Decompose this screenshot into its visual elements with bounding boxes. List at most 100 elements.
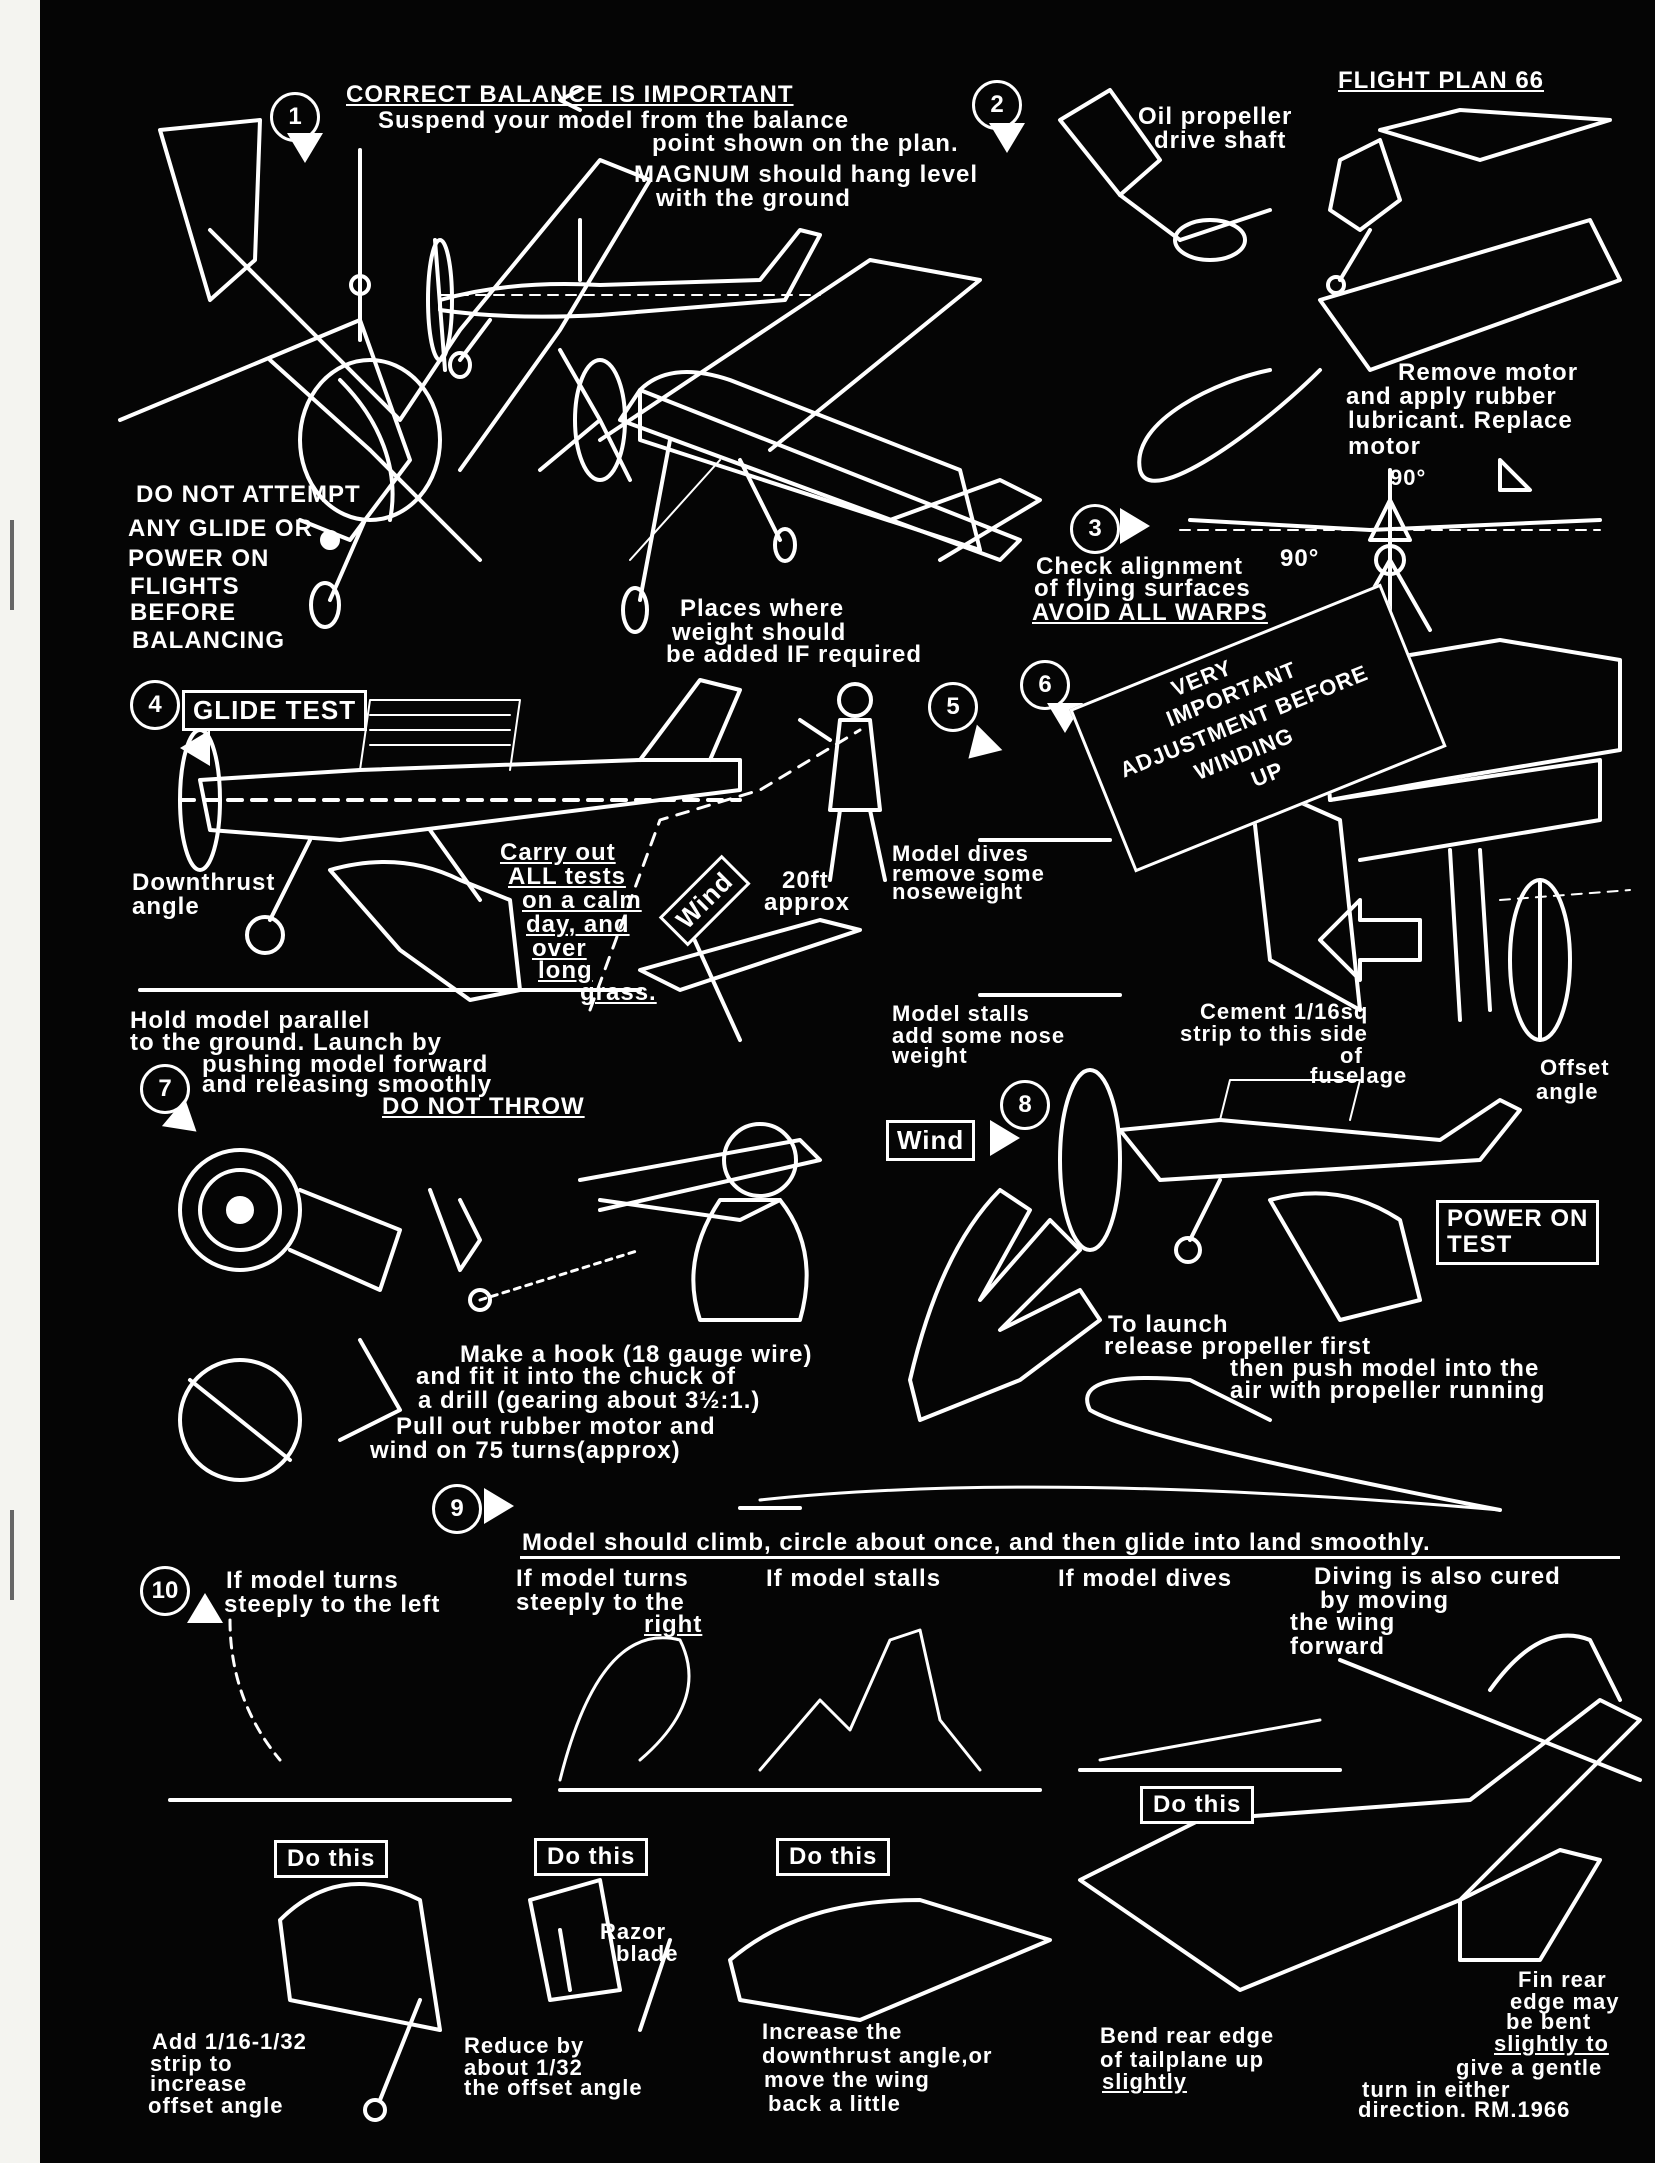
bend-line-3: slightly: [1102, 2069, 1188, 2094]
warning-line-4: FLIGHTS: [130, 573, 240, 600]
step-number-6: 6: [1020, 660, 1070, 710]
stalls-line-1: Model stalls: [892, 1001, 1030, 1026]
step-2-pointer-icon: [989, 123, 1025, 153]
turn-right-line-2: steeply to the: [516, 1589, 685, 1616]
motor-line-4: motor: [1348, 433, 1421, 460]
step-number-3: 3: [1070, 504, 1120, 554]
fin-line-2: edge may: [1510, 1989, 1620, 2014]
carry-line-7: grass.: [580, 979, 657, 1006]
stalls-line-2: add some nose: [892, 1023, 1066, 1048]
fin-line-1: Fin rear: [1518, 1967, 1607, 1992]
fin-line-4: slightly to: [1494, 2031, 1609, 2056]
cement-line-2: strip to this side: [1180, 1021, 1368, 1046]
power-on-test-illustration: [908, 1068, 1522, 1422]
level-model-illustration: [426, 218, 822, 379]
stalls-line-3: weight: [892, 1043, 968, 1068]
hook-line-1: Make a hook (18 gauge wire): [460, 1341, 813, 1368]
hold-line-1: Hold model parallel: [130, 1007, 371, 1034]
do-not-throw-text: DO NOT THROW: [382, 1093, 585, 1120]
avoid-warps-text: AVOID ALL WARPS: [1032, 599, 1268, 626]
step-1-line-3: MAGNUM should hang level: [634, 161, 979, 188]
step-1-line-1: Suspend your model from the balance: [378, 107, 850, 134]
motor-line-3: lubricant. Replace: [1348, 407, 1573, 434]
step-4-pointer-icon: [180, 730, 210, 766]
fin-line-6: turn in either: [1362, 2077, 1511, 2102]
increase-line-2: downthrust angle,or: [762, 2043, 993, 2068]
hold-line-2: to the ground. Launch by: [130, 1029, 442, 1056]
carry-line-3: on a calm: [522, 887, 642, 914]
cement-line-1: Cement 1/16sq: [1200, 999, 1369, 1024]
fuselage-adjustment-illustration: [1248, 638, 1631, 1042]
step-number-8: 8: [1000, 1080, 1050, 1130]
step-1-heading: CORRECT BALANCE IS IMPORTANT: [346, 81, 794, 108]
angle-90-side: 90°: [1280, 545, 1320, 572]
bend-line-1: Bend rear edge: [1100, 2023, 1275, 2048]
dives-line-2: remove some: [892, 861, 1045, 886]
weight-note-line-2: weight should: [672, 619, 847, 646]
step-1-line-4: with the ground: [656, 185, 851, 212]
step-9-pointer-icon: [484, 1488, 514, 1524]
downthrust-line-2: angle: [132, 893, 200, 920]
step-number-1: 1: [270, 92, 320, 142]
warning-line-1: DO NOT ATTEMPT: [136, 481, 361, 508]
oil-can-illustration: [1058, 88, 1272, 262]
increase-line-1: Increase the: [762, 2019, 903, 2044]
pull-line-1: Pull out rubber motor and: [396, 1413, 716, 1440]
bend-line-2: of tailplane up: [1100, 2047, 1265, 2072]
page-title: FLIGHT PLAN 66: [1338, 67, 1545, 94]
flight-path-illustration: [738, 1376, 1502, 1512]
do-this-tab-2: Do this: [534, 1838, 649, 1876]
diving-line-2: by moving: [1320, 1587, 1450, 1614]
angle-90-top: 90°: [1390, 465, 1427, 490]
power-on-test-line-1: POWER ON: [1447, 1205, 1589, 1232]
add-strip-line-1: Add 1/16-1/32: [152, 2029, 307, 2054]
add-strip-line-4: offset angle: [148, 2093, 284, 2118]
warning-line-2: ANY GLIDE OR: [128, 515, 313, 542]
do-this-tab-3: Do this: [776, 1838, 891, 1876]
binding-staple-top: [10, 520, 14, 610]
motor-line-1: Remove motor: [1398, 359, 1579, 386]
razor-line-2: blade: [616, 1941, 679, 1966]
step-number-2: 2: [972, 80, 1022, 130]
balance-model-illustration: [118, 88, 652, 629]
increase-line-4: back a little: [768, 2091, 901, 2116]
launcher-figure-illustration: [798, 682, 1122, 997]
launch-line-4: air with propeller running: [1230, 1377, 1546, 1404]
carry-line-2: ALL tests: [508, 863, 626, 890]
step-number-5: 5: [928, 682, 978, 732]
do-this-tab-1: Do this: [274, 1840, 389, 1878]
step-1-line-2: point shown on the plan.: [652, 130, 959, 157]
trim-correction-illustrations: [168, 1618, 1642, 2122]
if-dives-text: If model dives: [1058, 1565, 1233, 1592]
carry-line-5: over: [532, 935, 587, 962]
diving-line-4: forward: [1290, 1633, 1386, 1660]
oil-line-1: Oil propeller: [1138, 103, 1293, 130]
warning-line-3: POWER ON: [128, 545, 270, 572]
launch-line-3: then push model into the: [1230, 1355, 1540, 1382]
reduce-line-3: the offset angle: [464, 2075, 643, 2100]
warning-line-5: BEFORE: [130, 599, 237, 626]
offset-line-1: Offset: [1540, 1055, 1610, 1080]
weight-note-line-1: Places where: [680, 595, 845, 622]
distance-line-1: 20ft: [782, 867, 829, 894]
power-on-test-line-2: TEST: [1447, 1231, 1513, 1259]
turn-right-line-1: If model turns: [516, 1565, 689, 1592]
motor-line-2: and apply rubber: [1346, 383, 1557, 410]
step-number-4: 4: [130, 680, 180, 730]
hold-line-3: pushing model forward: [202, 1051, 489, 1078]
cement-line-4: fuselage: [1310, 1063, 1408, 1088]
turn-left-line-1: If model turns: [226, 1567, 399, 1594]
instruction-sheet: FLIGHT PLAN 66 1 CORRECT BALANCE IS IMPO…: [40, 0, 1655, 2163]
launch-line-1: To launch: [1108, 1311, 1229, 1338]
cement-line-3: of: [1340, 1043, 1363, 1068]
step-number-7: 7: [140, 1064, 190, 1114]
reduce-line-1: Reduce by: [464, 2033, 585, 2058]
alignment-line-1: Check alignment: [1036, 553, 1244, 580]
fin-line-5: give a gentle: [1456, 2055, 1603, 2080]
binding-staple-bottom: [10, 1510, 14, 1600]
launch-line-2: release propeller first: [1104, 1333, 1372, 1360]
alignment-line-2: of flying surfaces: [1034, 575, 1251, 602]
hold-line-4: and releasing smoothly: [202, 1071, 493, 1098]
weighted-model-illustration: [538, 258, 1042, 634]
step-3-pointer-icon: [1120, 508, 1150, 544]
